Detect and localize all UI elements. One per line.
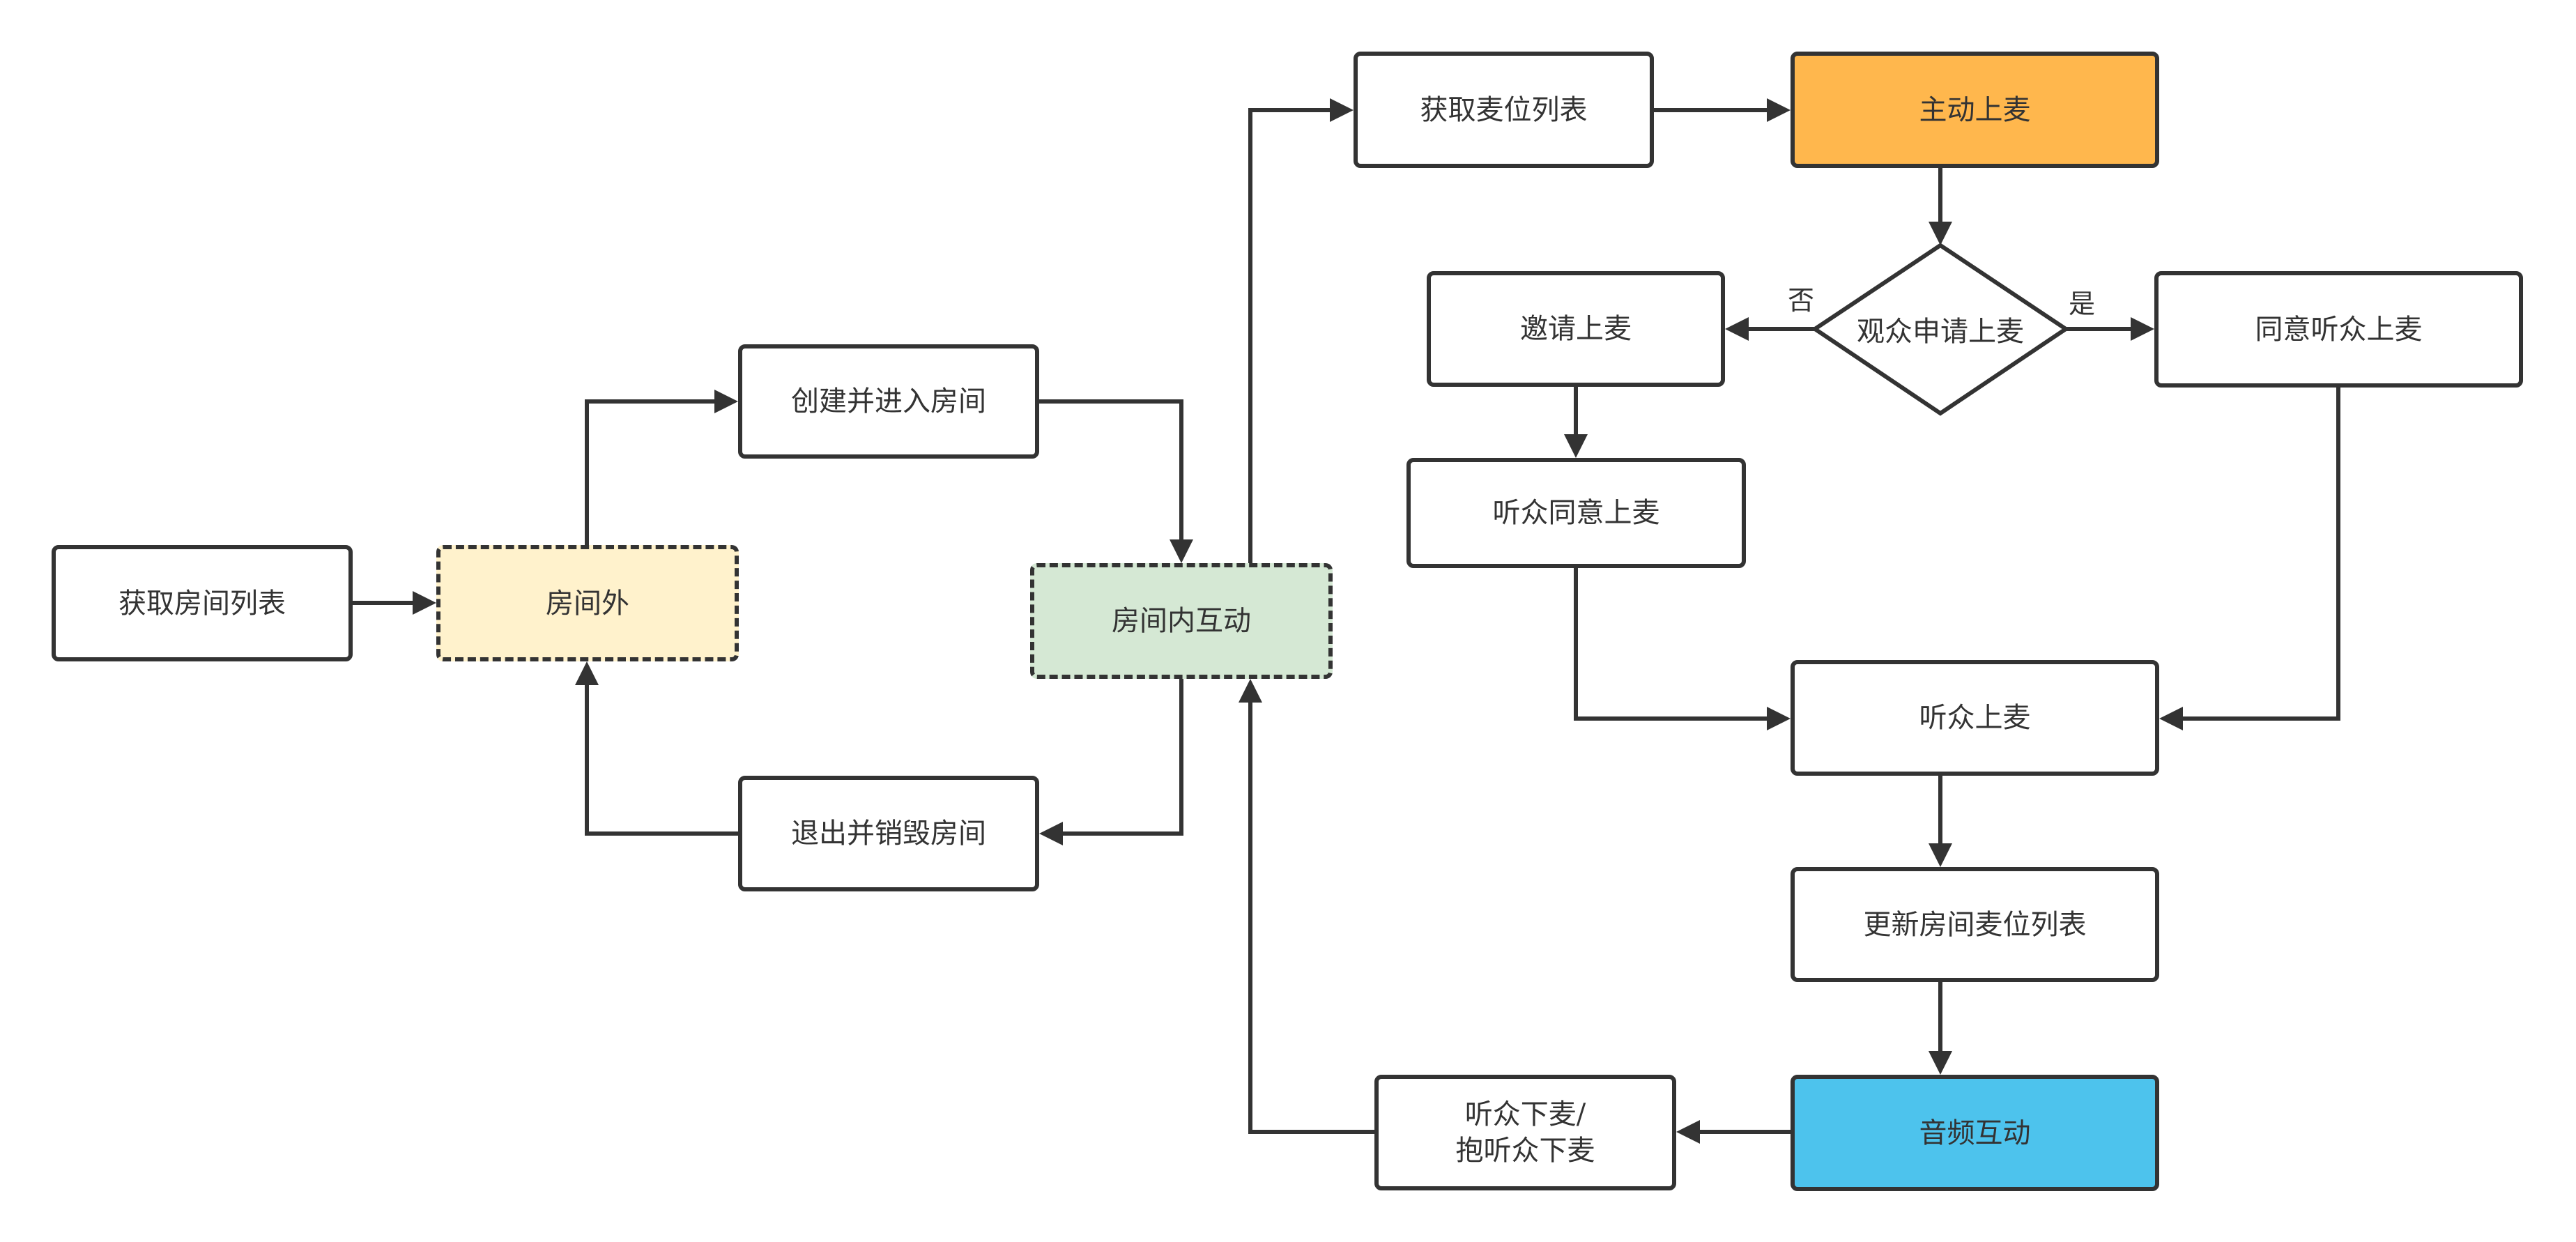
- arrowhead: [1929, 843, 1952, 867]
- node-active-mic-on[interactable]: 主动上麦: [1791, 52, 2159, 168]
- node-audience-mic-off[interactable]: 听众下麦/ 抱听众下麦: [1374, 1075, 1676, 1190]
- arrowhead: [1767, 98, 1791, 122]
- node-agree-audience-mic-on[interactable]: 同意听众上麦: [2154, 271, 2523, 388]
- node-audio-interaction[interactable]: 音频互动: [1791, 1075, 2159, 1191]
- node-get-room-list[interactable]: 获取房间列表: [52, 545, 353, 661]
- arrowhead: [1767, 707, 1791, 730]
- arrowhead: [714, 390, 738, 413]
- arrowhead: [1725, 317, 1749, 341]
- decision-diamond: [1811, 243, 2070, 416]
- arrowhead: [413, 591, 436, 615]
- arrowhead: [1564, 434, 1588, 458]
- node-outside-room[interactable]: 房间外: [436, 545, 739, 661]
- node-update-mic-list[interactable]: 更新房间麦位列表: [1791, 867, 2159, 982]
- arrowhead: [1929, 1051, 1952, 1075]
- node-label: 房间内互动: [1112, 605, 1251, 637]
- node-label: 主动上麦: [1919, 93, 2031, 126]
- edge-agree-to-mic-on-left: [1574, 568, 1767, 721]
- arrowhead: [1330, 98, 1354, 122]
- decision-audience-apply[interactable]: 观众申请上麦: [1815, 301, 2066, 357]
- edge-create-to-inroom: [1039, 399, 1183, 539]
- edge-agreeaudience-to-mic-on: [2183, 388, 2340, 721]
- node-get-mic-list[interactable]: 获取麦位列表: [1354, 52, 1654, 168]
- arrowhead: [1039, 822, 1063, 845]
- node-in-room-interaction[interactable]: 房间内互动: [1030, 563, 1333, 679]
- edge-micoff-to-inroom: [1248, 703, 1374, 1134]
- edge-inroom-to-miclist: [1248, 108, 1330, 563]
- node-invite-mic-on[interactable]: 邀请上麦: [1427, 271, 1725, 387]
- arrowhead: [1239, 679, 1262, 703]
- node-label: 听众下麦/ 抱听众下麦: [1455, 1098, 1595, 1167]
- node-label: 更新房间麦位列表: [1863, 908, 2087, 941]
- node-label: 获取麦位列表: [1420, 93, 1588, 126]
- arrowhead: [1170, 539, 1193, 563]
- arrowhead: [2159, 707, 2183, 730]
- node-label: 邀请上麦: [1520, 313, 1632, 345]
- edge-label-no: 否: [1788, 285, 1815, 316]
- node-label: 听众上麦: [1919, 702, 2031, 734]
- node-audience-mic-on[interactable]: 听众上麦: [1791, 660, 2159, 776]
- node-label: 创建并进入房间: [791, 385, 986, 417]
- edge-label-yes: 是: [2069, 289, 2096, 319]
- edge-inroom-to-exit: [1063, 679, 1183, 836]
- edge-exit-to-outside: [585, 685, 738, 836]
- node-label: 听众同意上麦: [1492, 497, 1660, 529]
- arrowhead: [1929, 222, 1952, 245]
- node-label: 同意听众上麦: [2255, 313, 2423, 346]
- node-label: 退出并销毁房间: [791, 818, 986, 850]
- node-label: 房间外: [546, 587, 629, 620]
- node-create-enter-room[interactable]: 创建并进入房间: [738, 344, 1039, 459]
- arrowhead: [575, 661, 599, 685]
- arrowhead: [1676, 1120, 1700, 1144]
- node-label: 观众申请上麦: [1857, 316, 2024, 348]
- node-exit-destroy-room[interactable]: 退出并销毁房间: [738, 776, 1039, 891]
- edge-outside-to-create: [585, 399, 714, 545]
- node-label: 音频互动: [1919, 1117, 2031, 1149]
- arrowhead: [2131, 317, 2154, 341]
- node-audience-agree-mic-on[interactable]: 听众同意上麦: [1406, 458, 1746, 568]
- node-label: 获取房间列表: [118, 587, 286, 620]
